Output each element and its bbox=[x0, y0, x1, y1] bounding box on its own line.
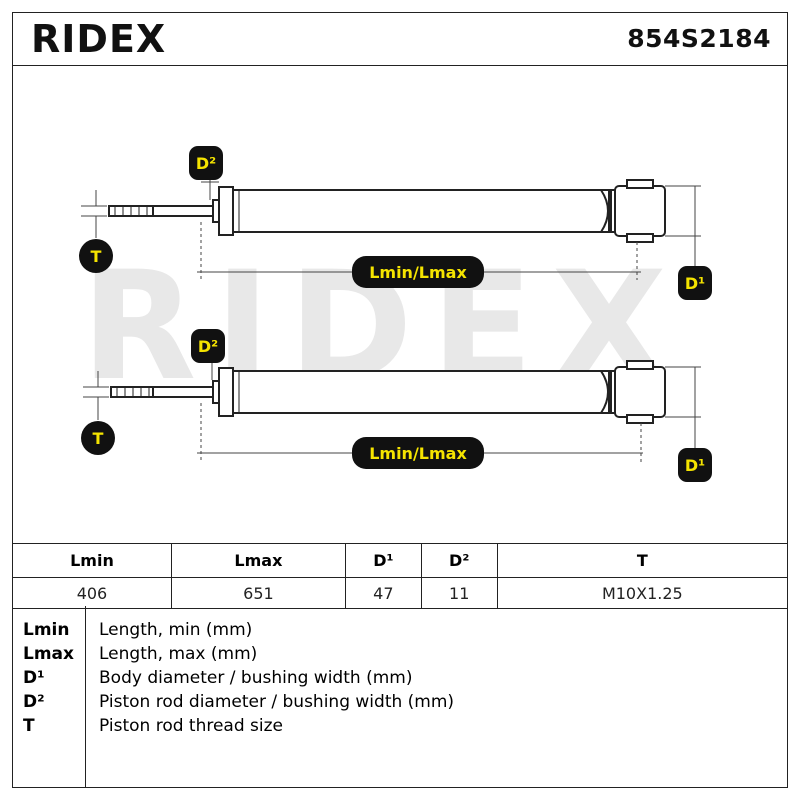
legend-box: Lmin Length, min (mm) Lmax Length, max (… bbox=[12, 606, 788, 788]
svg-text:D¹: D¹ bbox=[685, 456, 705, 475]
legend-divider bbox=[85, 606, 86, 788]
spec-value-t: M10X1.25 bbox=[496, 577, 789, 609]
svg-text:D²: D² bbox=[196, 154, 216, 173]
spec-value-lmax: 651 bbox=[170, 577, 346, 609]
spec-header-t: T bbox=[496, 543, 789, 578]
spec-value-lmin: 406 bbox=[12, 577, 172, 609]
legend-desc: Length, max (mm) bbox=[99, 644, 258, 664]
legend-key: D¹ bbox=[23, 668, 45, 688]
legend-key: Lmax bbox=[23, 644, 74, 664]
badge-d1-top: D¹ bbox=[678, 266, 712, 300]
legend-desc: Length, min (mm) bbox=[99, 620, 253, 640]
part-number: 854S2184 bbox=[627, 24, 771, 53]
badge-length-bottom: Lmin/Lmax bbox=[352, 437, 484, 469]
svg-text:T: T bbox=[93, 429, 104, 448]
shock-absorber-top bbox=[108, 179, 666, 243]
badge-d2-top: D² bbox=[189, 146, 223, 180]
svg-text:T: T bbox=[91, 247, 102, 266]
spec-value-row: 406 651 47 11 M10X1.25 bbox=[12, 577, 789, 609]
legend-desc: Piston rod thread size bbox=[99, 716, 284, 736]
body-tube bbox=[232, 189, 610, 233]
svg-text:Lmin/Lmax: Lmin/Lmax bbox=[369, 263, 467, 282]
spec-header-d1: D¹ bbox=[344, 543, 422, 578]
legend-desc: Body diameter / bushing width (mm) bbox=[99, 668, 413, 688]
badge-t-top: T bbox=[79, 239, 113, 273]
body-cap bbox=[218, 367, 234, 417]
svg-text:RIDEX: RIDEX bbox=[31, 19, 166, 59]
spec-header-d2: D² bbox=[420, 543, 498, 578]
svg-text:Lmin/Lmax: Lmin/Lmax bbox=[369, 444, 467, 463]
bushing-eye bbox=[614, 366, 666, 418]
spec-header-row: Lmin Lmax D¹ D² T bbox=[12, 543, 789, 578]
legend-key: D² bbox=[23, 692, 45, 712]
spec-value-d1: 47 bbox=[344, 577, 422, 609]
badge-t-bottom: T bbox=[81, 421, 115, 455]
header-bar: RIDEX 854S2184 bbox=[12, 12, 788, 66]
svg-text:D²: D² bbox=[198, 337, 218, 356]
piston-rod bbox=[152, 386, 214, 398]
badge-d2-bottom: D² bbox=[191, 329, 225, 363]
spec-header-lmin: Lmin bbox=[12, 543, 172, 578]
body-tube bbox=[232, 370, 610, 414]
technical-drawing: RIDEX bbox=[12, 66, 788, 544]
legend-key: T bbox=[23, 716, 35, 736]
legend-key: Lmin bbox=[23, 620, 70, 640]
brand-logo: RIDEX bbox=[31, 19, 166, 59]
legend-desc: Piston rod diameter / bushing width (mm) bbox=[99, 692, 455, 712]
piston-rod bbox=[152, 205, 214, 217]
bushing-eye bbox=[614, 185, 666, 237]
spec-value-d2: 11 bbox=[420, 577, 498, 609]
shock-absorber-bottom bbox=[110, 360, 666, 424]
spec-table: Lmin Lmax D¹ D² T 406 651 47 11 M10X1.25 bbox=[12, 543, 789, 609]
svg-text:D¹: D¹ bbox=[685, 274, 705, 293]
spec-header-lmax: Lmax bbox=[170, 543, 346, 578]
badge-length-top: Lmin/Lmax bbox=[352, 256, 484, 288]
body-cap bbox=[218, 186, 234, 236]
badge-d1-bottom: D¹ bbox=[678, 448, 712, 482]
